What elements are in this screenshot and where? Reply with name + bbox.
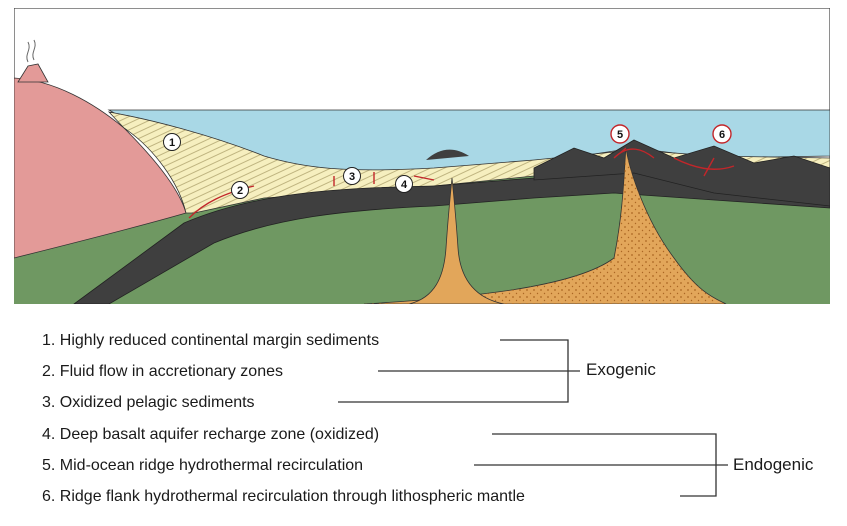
volcano	[17, 63, 49, 83]
legend-item-3: 3. Oxidized pelagic sediments	[42, 394, 255, 411]
marker-4: 4	[395, 175, 413, 193]
legend-item-6: 6. Ridge flank hydrothermal recirculatio…	[42, 488, 525, 505]
svg-text:5: 5	[617, 129, 623, 141]
seamount	[426, 149, 469, 160]
svg-text:6: 6	[719, 129, 725, 141]
svg-text:3: 3	[349, 171, 355, 183]
subduction-cross-section-diagram: 1 2 3 4 5 6	[14, 8, 830, 304]
marker-3: 3	[343, 167, 361, 185]
svg-text:1: 1	[169, 137, 175, 149]
marker-6: 6	[712, 124, 732, 144]
legend-item-1: 1. Highly reduced continental margin sed…	[42, 332, 380, 349]
ridge-flank-blocks	[533, 139, 830, 207]
continental-crust	[14, 77, 187, 259]
svg-text:2: 2	[237, 185, 243, 197]
legend-item-2: 2. Fluid flow in accretionary zones	[42, 363, 283, 380]
accretionary-wedge	[107, 111, 830, 214]
marker-5: 5	[610, 124, 630, 144]
oceanic-plate	[73, 167, 830, 304]
marker-1: 1	[163, 133, 181, 151]
legend-item-5: 5. Mid-ocean ridge hydrothermal recircul…	[42, 457, 364, 474]
seamount-plume	[408, 177, 505, 304]
legend-item-4: 4. Deep basalt aquifer recharge zone (ox…	[42, 426, 380, 443]
group-label-exogenic: Exogenic	[586, 360, 656, 379]
svg-text:4: 4	[401, 179, 408, 191]
marker-2: 2	[231, 181, 249, 199]
volcano-plume	[26, 39, 36, 63]
group-label-endogenic: Endogenic	[733, 455, 814, 474]
